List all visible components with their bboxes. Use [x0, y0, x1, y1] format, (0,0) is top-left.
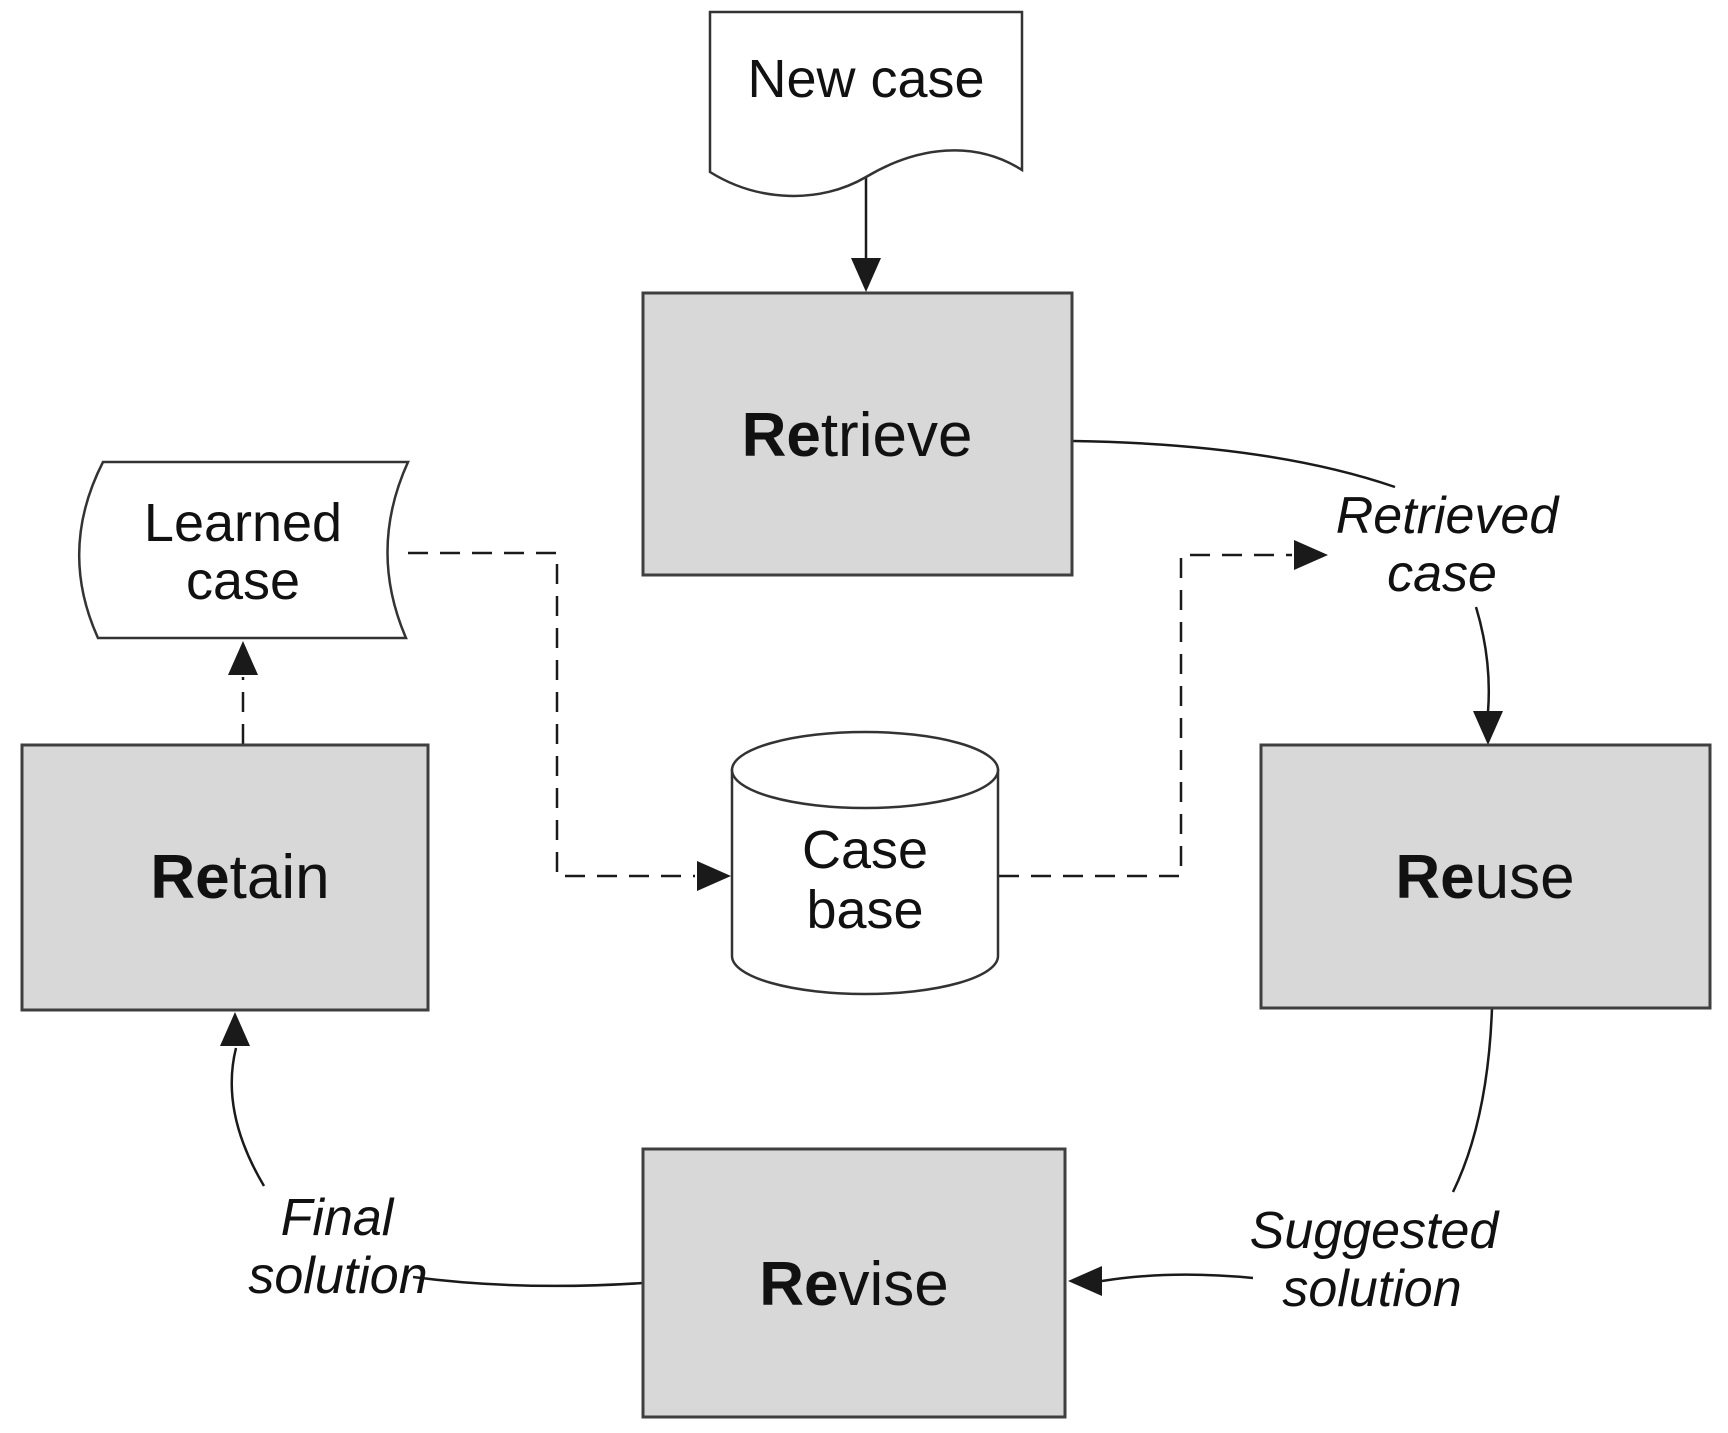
edge-casebase-retrievedcase [999, 553, 1292, 878]
reuse-node: Reuse [1259, 743, 1712, 1010]
retrieve-node: Retrieve [641, 291, 1074, 577]
edge-retrieve-retrievedcase [1072, 439, 1396, 489]
arrowhead-into-revise [1068, 1266, 1102, 1296]
reuse-label: Reuse [1395, 843, 1574, 912]
edge-suggestedsolution-revise [1101, 1273, 1254, 1283]
learned-case-node: Learned case [78, 460, 410, 640]
retain-box [20, 743, 430, 1012]
case-base-label-line2: base [806, 880, 923, 940]
reuse-box [1259, 743, 1712, 1010]
arrowhead-into-casebase [697, 861, 731, 891]
edge-learnedcase-casebase [408, 551, 695, 878]
new-case-node: New case [708, 10, 1024, 198]
learned-case-stored-data-shape [78, 460, 410, 640]
edge-reuse-suggestedsolution [1451, 1007, 1494, 1193]
retain-node: Retain [20, 743, 430, 1012]
suggested-solution-label-line2: solution [1282, 1260, 1461, 1318]
revise-node: Revise [641, 1147, 1067, 1419]
revise-label: Revise [759, 1250, 949, 1319]
case-base-label-line1: Case [802, 820, 928, 880]
edge-finalsolution-retain [230, 1047, 266, 1187]
arrowhead-into-reuse [1473, 711, 1503, 745]
learned-case-label-line2: case [186, 551, 300, 611]
case-base-cylinder-body [730, 768, 1000, 996]
edge-revise-finalsolution [412, 1275, 644, 1288]
arrowhead-into-retain [220, 1012, 250, 1046]
suggested-solution-label-line1: Suggested [1250, 1202, 1501, 1260]
final-solution-label-line2: solution [248, 1247, 427, 1305]
retrieve-box [641, 291, 1074, 577]
retrieve-label: Retrieve [742, 401, 973, 470]
edges-dashed [228, 540, 1328, 891]
retrieved-case-label-line1: Retrieved [1336, 487, 1561, 545]
case-base-cylinder-top [730, 730, 1000, 810]
arrowhead-into-retrieve [851, 258, 881, 292]
revise-box [641, 1147, 1067, 1419]
new-case-document-shape [708, 10, 1024, 198]
learned-case-label-line1: Learned [144, 493, 342, 553]
retrieved-case-label-line2: case [1387, 545, 1497, 603]
final-solution-label-line1: Final [281, 1189, 395, 1247]
arrowhead-into-learnedcase [228, 641, 258, 675]
edges-solid [220, 177, 1503, 1296]
arrowhead-into-retrievedcase [1294, 540, 1328, 570]
new-case-label: New case [747, 49, 984, 109]
edge-retrievedcase-reuse [1474, 606, 1491, 713]
flow-annotations: Retrieved case Suggested solution Final … [248, 487, 1560, 1318]
retain-label: Retain [150, 843, 329, 912]
case-base-node: Case base [730, 730, 1000, 996]
